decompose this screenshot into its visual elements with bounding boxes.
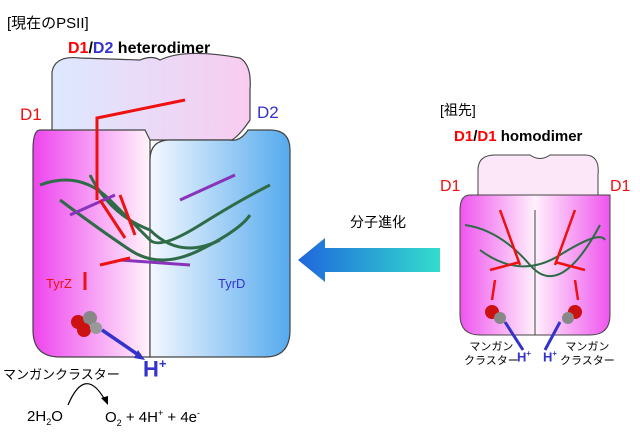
label-d1-right: D1 <box>610 178 631 195</box>
title-sep: / <box>88 40 93 57</box>
title-d1: D1 <box>68 40 89 57</box>
mn-cluster-left-label: マンガンクラスター <box>464 341 519 367</box>
proton-right: H+ <box>543 349 557 365</box>
label-d1: D1 <box>20 105 42 124</box>
section-label-current: [現在のPSII] <box>7 15 89 32</box>
mn-cluster-right-label: マンガンクラスター <box>560 341 615 367</box>
label-proton: H+ <box>143 356 167 382</box>
proton-left: H+ <box>517 349 531 365</box>
d1-d2-heterodimer-shape <box>32 52 291 358</box>
label-d2: D2 <box>257 103 279 122</box>
homodimer-title: D1/D1 homodimer <box>454 128 583 145</box>
reaction-reactant: 2H2O <box>27 408 63 427</box>
label-d1-left: D1 <box>440 178 461 195</box>
label-mn-cluster: マンガンクラスター <box>3 367 120 382</box>
evolution-label: 分子進化 <box>350 214 406 230</box>
cofactor-network <box>39 173 271 267</box>
reaction-products: O2 + 4H+ + 4e- <box>105 408 201 428</box>
mn-cluster-spheres <box>71 311 102 337</box>
label-tyrd: TyrD <box>218 276 246 291</box>
evolution-arrow <box>298 238 440 282</box>
title-rest: heterodimer <box>113 40 211 57</box>
electron-transfer-arrows <box>83 98 186 290</box>
heterodimer-title: D1/D2 heterodimer <box>68 40 210 58</box>
label-tyrz: TyrZ <box>46 276 72 291</box>
section-label-ancestor: [祖先] <box>440 102 476 118</box>
reaction-curve-arrow <box>67 383 106 406</box>
proton-arrow <box>101 328 141 358</box>
title-d2: D2 <box>92 40 114 57</box>
